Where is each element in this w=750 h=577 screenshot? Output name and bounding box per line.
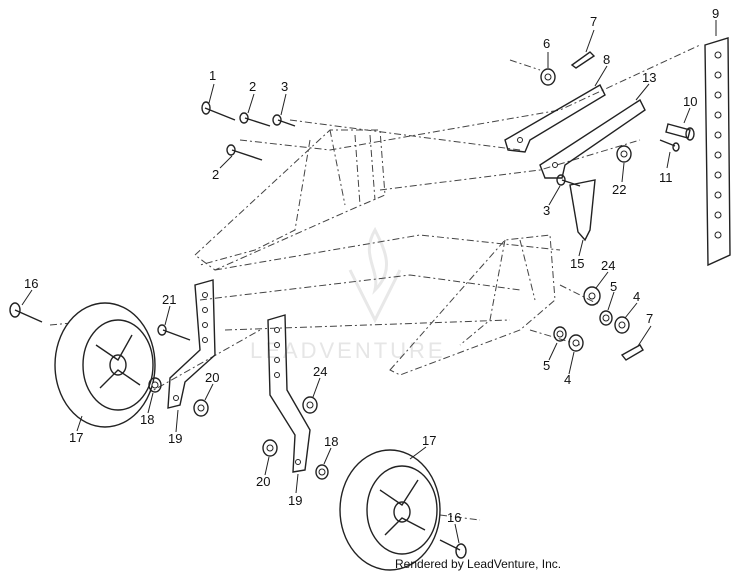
callout-8: 8	[603, 52, 610, 67]
callout-17: 17	[69, 430, 83, 445]
callout-16: 16	[24, 276, 38, 291]
callout-1: 1	[209, 68, 216, 83]
axle-bolt-16a	[9, 302, 43, 323]
callout-7: 7	[646, 311, 653, 326]
frame-outline	[49, 44, 701, 521]
bolt-2b	[226, 144, 263, 161]
washer-5b	[553, 326, 567, 342]
nut-4b	[568, 334, 584, 352]
nut-20a	[193, 399, 209, 417]
callout-5: 5	[543, 358, 550, 373]
watermark-logo	[348, 226, 402, 324]
nut-6	[540, 68, 556, 86]
nut-24a	[583, 286, 601, 306]
nut-20b	[262, 439, 278, 457]
callout-labels: 1 2 3 2 6 7 8 9 13 10 11 22 3 15 24 5 4 …	[24, 6, 719, 525]
nut-24b	[302, 396, 318, 414]
callout-16: 16	[447, 510, 461, 525]
bolt-3a	[272, 114, 296, 127]
bolt-21	[157, 324, 191, 341]
callout-18: 18	[140, 412, 154, 427]
callout-24: 24	[313, 364, 327, 379]
callout-13: 13	[642, 70, 656, 85]
callout-4: 4	[564, 372, 571, 387]
callout-15: 15	[570, 256, 584, 271]
wheel-right	[339, 449, 441, 571]
cotter-pin-7b	[620, 344, 644, 361]
nut-22	[616, 145, 632, 163]
callout-7: 7	[590, 14, 597, 29]
washer-18b	[315, 464, 329, 480]
callout-3: 3	[281, 79, 288, 94]
axle-bolt-16b	[439, 539, 467, 559]
callout-19: 19	[168, 431, 182, 446]
bolt-2a	[239, 112, 271, 127]
cotter-pin-7a	[570, 51, 596, 69]
washer-5a	[599, 310, 613, 326]
bolt-1	[201, 101, 236, 121]
leg-bracket-19b	[267, 314, 311, 473]
bolt-11	[659, 139, 680, 152]
washer-18a	[148, 377, 162, 393]
callout-4: 4	[633, 289, 640, 304]
callout-18: 18	[324, 434, 338, 449]
callout-22: 22	[612, 182, 626, 197]
adjust-bar	[704, 37, 731, 267]
callout-19: 19	[288, 493, 302, 508]
callout-9: 9	[712, 6, 719, 21]
callout-2: 2	[212, 167, 219, 182]
callout-10: 10	[683, 94, 697, 109]
callout-24: 24	[601, 258, 615, 273]
bracket-13	[539, 98, 646, 179]
leg-bracket-19a	[167, 279, 216, 409]
callout-6: 6	[543, 36, 550, 51]
callout-20: 20	[205, 370, 219, 385]
callout-17: 17	[422, 433, 436, 448]
watermark-text: LEADVENTURE	[250, 338, 446, 363]
callout-20: 20	[256, 474, 270, 489]
callout-2: 2	[249, 79, 256, 94]
callout-3: 3	[543, 203, 550, 218]
bolt-3b	[556, 174, 581, 187]
callout-11: 11	[659, 170, 673, 185]
wheel-left	[54, 302, 156, 428]
render-credit: Rendered by LeadVenture, Inc.	[395, 557, 562, 571]
clip-15	[569, 179, 596, 242]
callout-5: 5	[610, 279, 617, 294]
callout-21: 21	[162, 292, 176, 307]
bracket-8	[504, 84, 606, 153]
pin-10	[665, 123, 695, 141]
nut-4a	[614, 316, 630, 334]
leader-lines	[21, 20, 717, 544]
